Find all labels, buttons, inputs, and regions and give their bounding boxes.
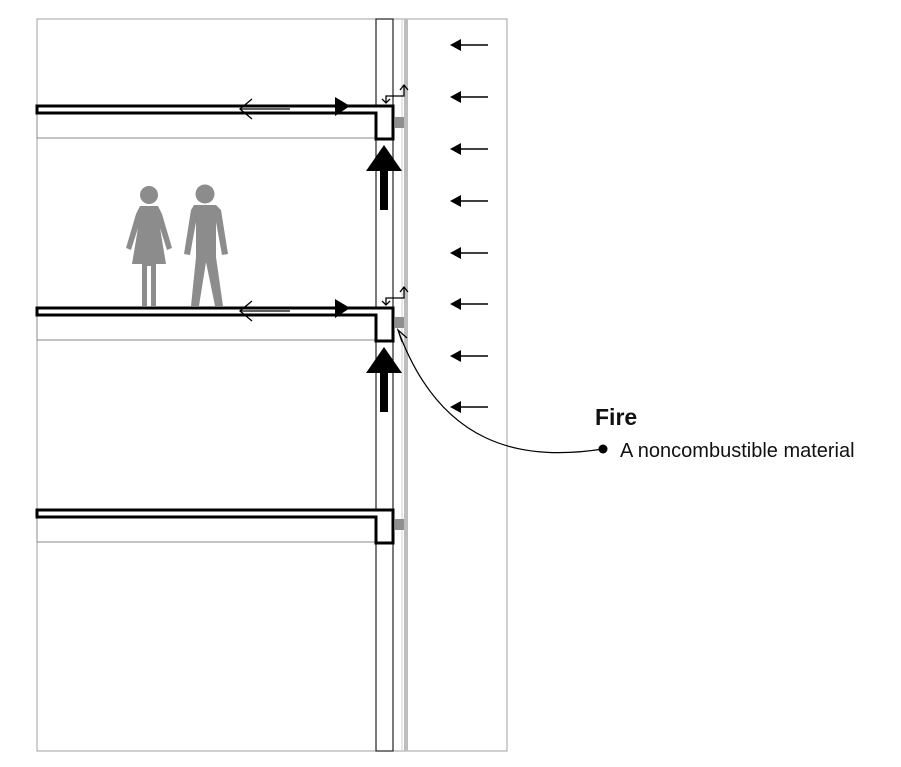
person-female-icon: [126, 186, 172, 306]
slab-flow-arrows-1: [238, 97, 350, 120]
upward-fire-arrow-2: [366, 347, 402, 412]
corner-arrow-2: [381, 285, 409, 306]
fire-arrow: [450, 91, 488, 103]
fire-arrows-column: [450, 39, 488, 413]
corner-arrow-1: [381, 83, 409, 104]
floor-slab-3: [35, 508, 404, 545]
fire-arrow: [450, 298, 488, 310]
noncombustible-block: [395, 519, 404, 530]
fire-arrow: [450, 195, 488, 207]
noncombustible-block: [395, 317, 404, 328]
leader-line: [397, 329, 604, 454]
fire-arrow: [450, 350, 488, 362]
floor-slab-2: [35, 306, 404, 343]
fire-arrow: [450, 247, 488, 259]
annotation-heading: Fire: [595, 404, 637, 430]
slab-flow-arrows-2: [238, 299, 350, 322]
fire-arrow: [450, 39, 488, 51]
fire-arrow: [450, 143, 488, 155]
person-male-icon: [184, 184, 228, 306]
bullet-dot: [598, 444, 608, 454]
annotation-bullet-item: A noncombustible material: [620, 440, 855, 462]
noncombustible-block: [395, 117, 404, 128]
floor-slab-1: [35, 104, 404, 141]
upward-fire-arrow-1: [366, 145, 402, 210]
fire-arrow: [450, 401, 488, 413]
building-outline: [36, 18, 508, 752]
